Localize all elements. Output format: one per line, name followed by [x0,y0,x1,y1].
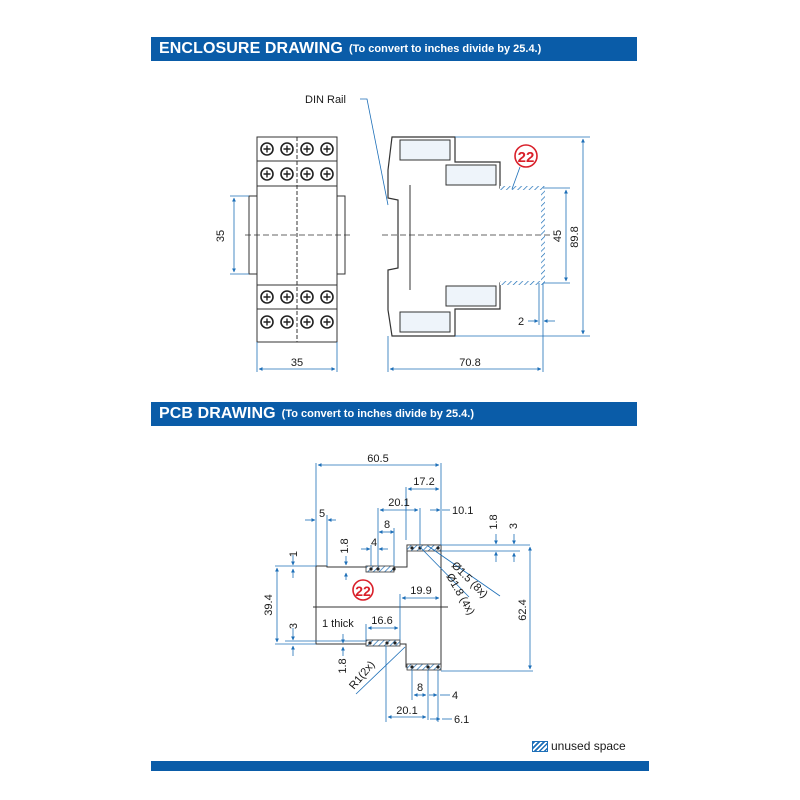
dim-pcb-top-step: 17.2 [413,476,434,488]
enclosure-section-header: ENCLOSURE DRAWING (To convert to inches … [151,37,637,61]
dim-pcb-top-pad-span: 20.1 [388,497,409,509]
enclosure-subtitle: (To convert to inches divide by 25.4.) [348,43,542,55]
dim-pcb-right-3: 3 [508,523,520,529]
dim-pcb-mid-width: 19.9 [410,585,431,597]
din-rail-label: DIN Rail [305,94,346,106]
dim-pcb-bottom-6-1: 6.1 [454,714,469,726]
dim-wall-thickness: 2 [518,316,524,328]
dim-pcb-bottom-20-1: 20.1 [396,705,417,717]
dim-pcb-pitch-4: 4 [371,537,377,549]
dim-pcb-left-1: 1 [288,551,300,557]
dim-pcb-left-notch: 5 [319,508,325,520]
dim-pcb-left-height: 39.4 [263,594,275,615]
dim-pcb-pitch-8: 8 [384,519,390,531]
dim-front-height: 35 [215,230,227,242]
dim-side-depth: 70.8 [459,357,480,369]
footer-bar [151,761,649,771]
radius-label: R1(2x) [347,659,377,692]
dim-pcb-right-1-8: 1.8 [488,514,500,529]
dim-pcb-lower-1-8: 1.8 [337,658,349,673]
pcb-section-header: PCB DRAWING (To convert to inches divide… [151,402,637,426]
dim-pcb-overall-height: 62.4 [517,599,529,620]
pcb-marker-22: 22 [355,583,371,599]
legend-label: unused space [551,739,626,753]
dim-pcb-bottom-4: 4 [452,690,458,702]
dim-inner-height: 45 [552,230,564,242]
dim-pcb-bottom-8: 8 [417,682,423,694]
dim-side-height: 89.8 [569,226,581,247]
enclosure-marker-22: 22 [518,149,535,166]
dim-pcb-left-3: 3 [288,623,300,629]
dim-pcb-top-right-offset: 10.1 [452,505,473,517]
enclosure-title: ENCLOSURE DRAWING [159,40,343,57]
pcb-drawing: 22 1 thick [263,453,533,726]
dim-pcb-lower-pad: 16.6 [371,615,392,627]
pcb-thickness-label: 1 thick [322,618,354,630]
pcb-title: PCB DRAWING [159,405,276,422]
legend: unused space [532,739,626,753]
hatch-swatch-icon [532,740,548,752]
enclosure-front-view: 35 35 [215,136,350,372]
dim-pcb-overall-width: 60.5 [367,453,388,465]
enclosure-side-view: DIN Rail 22 45 89.8 2 [305,94,590,372]
dim-front-width: 35 [291,357,303,369]
pcb-subtitle: (To convert to inches divide by 25.4.) [281,408,474,420]
dim-pcb-left-1-8: 1.8 [339,538,351,553]
